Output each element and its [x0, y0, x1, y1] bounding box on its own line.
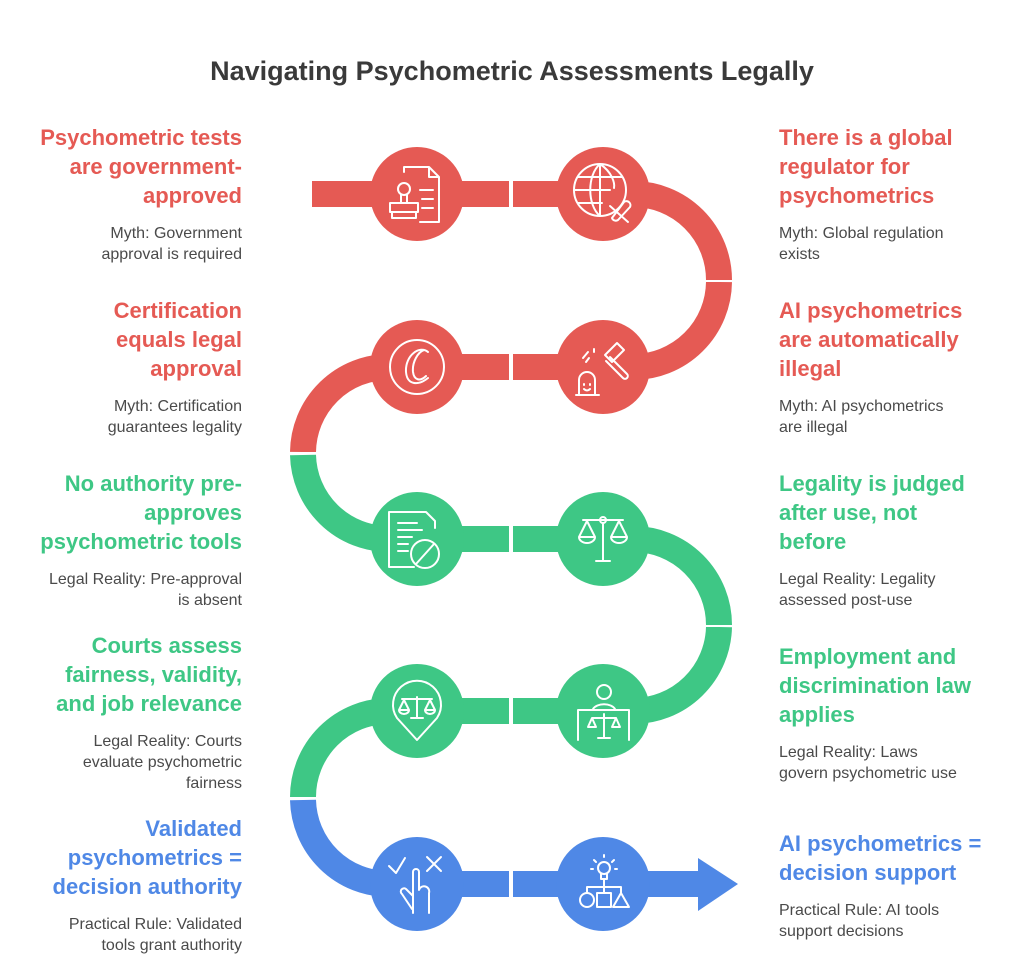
step-title-line: psychometrics = — [67, 845, 242, 870]
stamp-document-icon — [370, 147, 464, 241]
step-title-line: Validated — [145, 816, 242, 841]
step-desc-line: guarantees legality — [107, 419, 242, 436]
step-title-line: Psychometric tests — [40, 125, 242, 150]
step-desc-line: Myth: Global regulation — [779, 225, 944, 242]
step-title-line: regulator for — [779, 154, 910, 179]
idea-hierarchy-icon — [556, 837, 650, 931]
step-desc-line: Legal Reality: Pre-approval — [49, 571, 242, 588]
step-title-line: and job relevance — [56, 691, 242, 716]
step-title-line: approves — [144, 500, 242, 525]
step-1-text: Psychometric tests are government-approve… — [12, 123, 242, 265]
scales-pin-icon — [370, 664, 464, 758]
step-title-line: decision authority — [52, 874, 242, 899]
step-desc-line: is absent — [177, 592, 242, 609]
step-title-line: Legality is judged — [779, 471, 965, 496]
step-desc-line: assessed post-use — [779, 592, 913, 609]
step-desc-line: Myth: Government — [110, 225, 242, 242]
step-title-line: are government- — [69, 154, 242, 179]
myth-path-segment — [290, 181, 732, 453]
step-title-line: There is a global — [779, 125, 953, 150]
legal-reality-path-segment — [290, 454, 732, 798]
gavel-robot-icon — [556, 320, 650, 414]
step-title-line: before — [779, 529, 847, 554]
step-title-line: Courts assess — [91, 633, 242, 658]
step-5-text: No authority pre-approves psychometric to… — [12, 469, 242, 611]
step-9-text: Validated psychometrics = decision authori… — [12, 814, 242, 956]
step-title-line: decision support — [779, 860, 957, 885]
scales-icon — [556, 492, 650, 586]
step-title-line: approved — [142, 183, 242, 208]
step-title-line: are automatically — [779, 327, 959, 352]
step-title-line: discrimination law — [779, 673, 971, 698]
step-desc-line: Myth: AI psychometrics — [779, 398, 944, 415]
arrow-head-icon — [698, 858, 738, 911]
step-desc-line: approval is required — [101, 246, 242, 263]
step-desc-line: Legal Reality: Legality — [779, 571, 936, 588]
step-desc-line: support decisions — [779, 923, 904, 940]
step-title-line: No authority pre- — [64, 471, 242, 496]
segment-separators — [289, 180, 733, 898]
certificate-c-icon — [370, 320, 464, 414]
step-title-line: fairness, validity, — [65, 662, 242, 687]
step-title-line: after use, not — [779, 500, 918, 525]
hand-check-cross-icon — [370, 837, 464, 931]
diagram-title: Navigating Psychometric Assessments Lega… — [210, 56, 814, 86]
step-desc-line: Myth: Certification — [113, 398, 242, 415]
document-prohibited-icon — [370, 492, 464, 586]
step-2-text: There is a global regulator for psychometr… — [779, 123, 1009, 265]
step-desc-line: tools grant authority — [101, 937, 242, 954]
step-title-line: illegal — [779, 356, 842, 381]
step-3-text: Certification equals legal approval Myth: … — [12, 296, 242, 438]
step-desc-line: evaluate psychometric — [82, 754, 242, 771]
step-desc-line: Legal Reality: Laws — [779, 744, 918, 761]
step-title-line: psychometrics — [779, 183, 935, 208]
step-desc-line: Practical Rule: AI tools — [779, 902, 940, 919]
step-title-line: psychometric tools — [40, 529, 242, 554]
step-7-text: Courts assess fairness, validity, and job … — [12, 631, 242, 794]
step-desc-line: exists — [779, 246, 820, 263]
step-title-line: AI psychometrics — [779, 298, 963, 323]
step-title-line: approval — [150, 356, 242, 381]
step-title-line: Employment and — [779, 644, 957, 669]
judge-scales-icon — [556, 664, 650, 758]
step-title-line: equals legal — [116, 327, 242, 352]
step-6-text: Legality is judged after use, not before L… — [779, 469, 1009, 611]
step-desc-line: govern psychometric use — [779, 765, 957, 782]
globe-cross-icon — [556, 147, 650, 241]
step-4-text: AI psychometrics are automatically illegal… — [779, 296, 1009, 438]
step-title-line: applies — [779, 702, 855, 727]
step-desc-line: fairness — [185, 775, 242, 792]
step-title-line: Certification — [113, 298, 242, 323]
step-desc-line: are illegal — [779, 419, 848, 436]
step-desc-line: Practical Rule: Validated — [68, 916, 242, 933]
step-10-text: AI psychometrics = decision support Pract… — [779, 829, 1009, 942]
step-desc-line: Legal Reality: Courts — [93, 733, 242, 750]
step-title-line: AI psychometrics = — [779, 831, 982, 856]
